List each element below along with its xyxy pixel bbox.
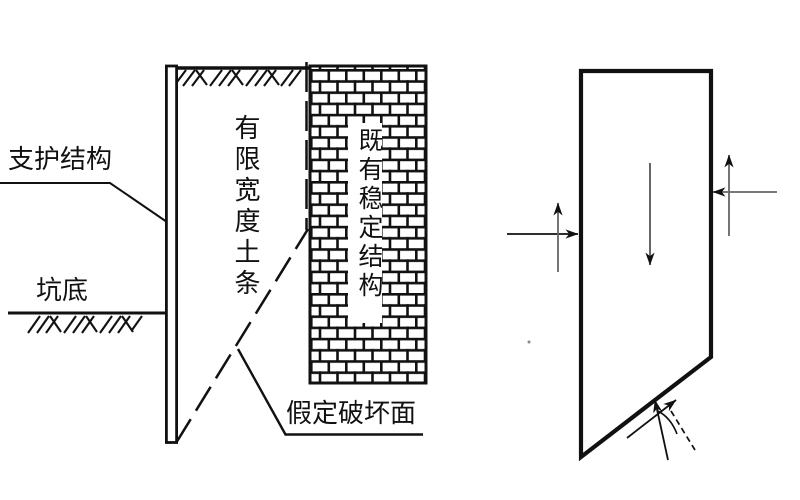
failure-surface-label: 假定破坏面	[286, 398, 417, 428]
failure-surface-dashed-line	[174, 228, 310, 444]
ground-hatch	[173, 69, 302, 87]
support-structure-leader-line	[0, 182, 167, 222]
base-reaction-arrow	[653, 399, 669, 461]
angle-arc	[657, 410, 678, 435]
base-slope-parallel-arrow	[626, 399, 677, 439]
failure-surface-leader-line	[236, 348, 423, 436]
support-wall	[164, 64, 178, 444]
pit-bottom-label: 坑底	[36, 275, 89, 305]
support-structure-label: 支护结构	[8, 144, 113, 174]
stray-dot	[527, 340, 531, 344]
existing-structure-label: 既有稳定结构	[355, 127, 383, 301]
pit-bottom-hatch	[27, 315, 143, 334]
base-force-group	[626, 399, 696, 461]
existing-structure-brick-wall	[308, 64, 428, 385]
free-body-outline	[578, 68, 714, 462]
brick-label-band	[348, 123, 382, 323]
ground-surface	[166, 66, 310, 87]
pit-bottom-surface	[8, 311, 166, 334]
soil-strip-label: 有限宽度土条	[231, 114, 261, 300]
base-normal-dashed-line	[670, 410, 696, 451]
